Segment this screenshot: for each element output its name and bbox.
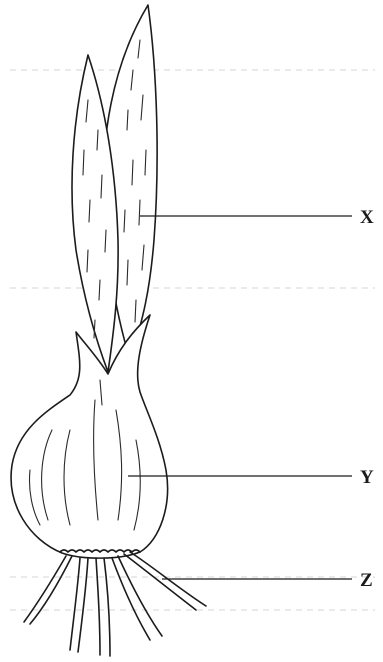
bulb: [11, 315, 167, 558]
label-z: Z: [360, 570, 373, 591]
label-y: Y: [360, 467, 374, 488]
label-x: X: [360, 207, 374, 228]
roots: [24, 552, 206, 656]
